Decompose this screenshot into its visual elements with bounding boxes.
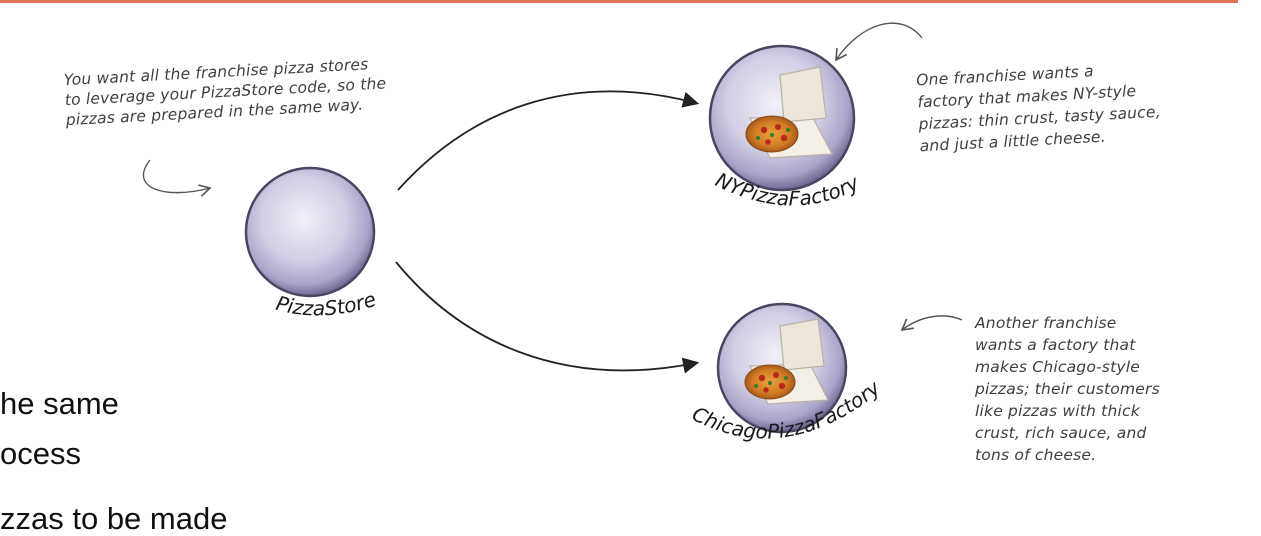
note-chicago-line-7: tons of cheese. — [975, 446, 1096, 464]
chicago-factory-node: ChicagoPizzaFactory — [688, 302, 885, 444]
arrow-pizzastore-to-ny — [397, 90, 700, 191]
note-chicago-line-1: Another franchise — [974, 314, 1116, 332]
slide-text-line-3: zzas to be made — [0, 501, 228, 536]
note-chicago: Another franchise wants a factory that m… — [974, 314, 1160, 464]
note-ny-arrow — [835, 22, 923, 62]
arrow-pizzastore-to-chicago — [395, 261, 700, 374]
note-chicago-arrow — [900, 315, 963, 332]
note-ny: One franchise wants a factory that makes… — [916, 62, 1161, 155]
ny-factory-node: NYPizzaFactory — [708, 44, 864, 211]
note-pizzastore: You want all the franchise pizza stores … — [63, 55, 386, 129]
pizzastore-sphere — [244, 166, 376, 298]
slide-text-line-2: ocess — [0, 436, 81, 471]
note-chicago-line-6: crust, rich sauce, and — [975, 424, 1147, 442]
slide-text-line-1: he same — [0, 386, 119, 421]
note-pizzastore-arrow — [142, 159, 212, 197]
note-chicago-line-2: wants a factory that — [975, 336, 1136, 354]
note-chicago-line-3: makes Chicago-style — [975, 358, 1140, 376]
slide-top-rule — [0, 0, 1238, 3]
pizzastore-node: PizzaStore — [244, 166, 379, 320]
pizza-box-icon — [745, 66, 833, 159]
note-chicago-line-5: like pizzas with thick — [975, 402, 1141, 420]
pizza-box-icon — [744, 318, 829, 405]
note-chicago-line-4: pizzas; their customers — [974, 380, 1160, 398]
